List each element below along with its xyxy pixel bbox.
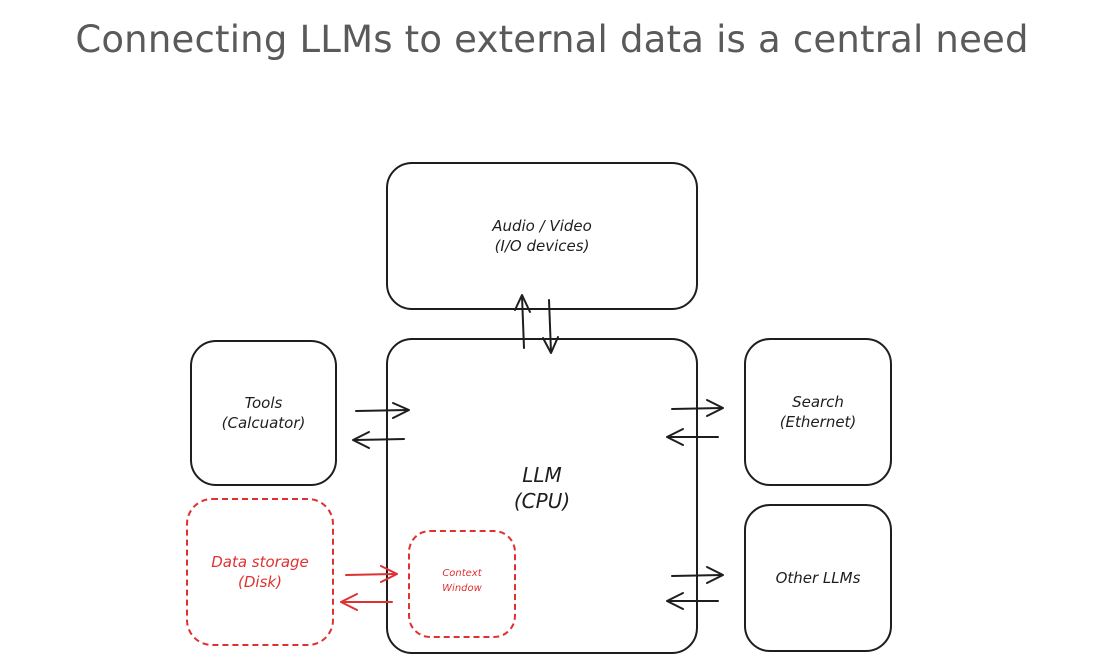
data-storage-sublabel: (Disk) [238, 573, 282, 591]
audio-video-box: Audio / Video (I/O devices) [386, 162, 698, 310]
search-box: Search (Ethernet) [744, 338, 892, 486]
audio-video-sublabel: (I/O devices) [494, 237, 590, 255]
search-label: Search [792, 393, 844, 411]
data-storage-label: Data storage [211, 553, 309, 571]
slide-title: Connecting LLMs to external data is a ce… [75, 18, 1029, 61]
other-llms-box: Other LLMs [744, 504, 892, 652]
llm-label-group: LLM (CPU) [386, 462, 698, 514]
context-window-label-group: Context Window [408, 566, 516, 596]
audio-video-label: Audio / Video [492, 217, 592, 235]
tools-box: Tools (Calcuator) [190, 340, 337, 486]
other-llms-label: Other LLMs [775, 569, 861, 587]
llm-label: LLM [522, 463, 562, 487]
data-storage-box: Data storage (Disk) [186, 498, 334, 646]
tools-sublabel: (Calcuator) [221, 414, 306, 432]
llm-sublabel: (CPU) [513, 489, 571, 513]
search-sublabel: (Ethernet) [779, 413, 857, 431]
context-window-sublabel: Window [442, 583, 482, 594]
context-window-label: Context [442, 568, 482, 579]
context-window-box [408, 530, 516, 638]
tools-label: Tools [244, 394, 283, 412]
arrow-context-to-storage [340, 593, 393, 611]
